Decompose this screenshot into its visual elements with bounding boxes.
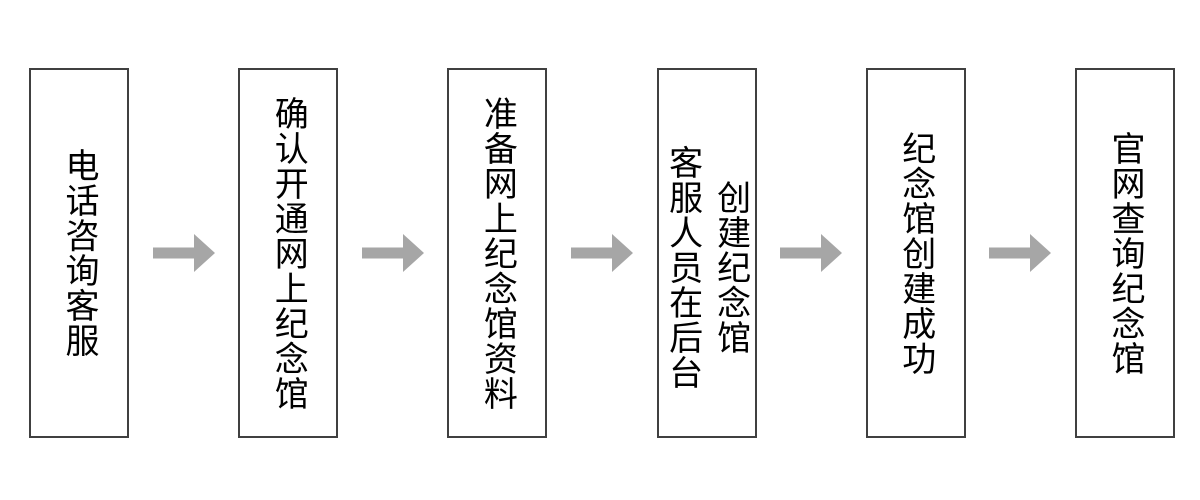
flow-step-1-label: 电话咨询客服 [55,148,103,358]
arrow-right-icon [152,234,215,272]
flow-step-text-line-1: 客服人员在后台 [663,144,702,390]
flow-step-4-label: 客服人员在后台 创建纪念馆 [659,145,755,390]
flow-step-2-confirm-open: 确认开通网上纪念馆 [238,68,339,438]
flow-step-text: 电话咨询客服 [60,148,98,358]
flow-step-6-label: 官网查询纪念馆 [1101,131,1149,376]
flow-step-4-staff-create-backend: 客服人员在后台 创建纪念馆 [656,68,757,438]
flow-step-6-query-official-site: 官网查询纪念馆 [1074,68,1175,438]
flow-step-3-label: 准备网上纪念馆资料 [473,96,521,411]
flow-step-5-create-success: 纪念馆创建成功 [865,68,966,438]
flow-step-text: 官网查询纪念馆 [1105,130,1144,376]
arrow-right-icon [570,234,633,272]
flow-step-text: 纪念馆创建成功 [896,130,935,376]
flow-step-text: 确认开通网上纪念馆 [269,95,308,411]
flow-step-2-label: 确认开通网上纪念馆 [264,96,312,411]
flow-step-text-line-2: 创建纪念馆 [711,179,750,355]
flow-step-5-label: 纪念馆创建成功 [892,131,940,376]
flowchart: 电话咨询客服 确认开通网上纪念馆 准备网上纪念馆资料 客服人员在后台 创建纪念 [29,68,1175,438]
arrow-right-icon [361,234,424,272]
arrow-right-icon [989,234,1052,272]
arrow-right-icon [780,234,843,272]
flow-step-text: 准备网上纪念馆资料 [478,95,517,411]
flow-step-3-prepare-materials: 准备网上纪念馆资料 [447,68,548,438]
flow-step-1-phone-consult: 电话咨询客服 [29,68,129,438]
